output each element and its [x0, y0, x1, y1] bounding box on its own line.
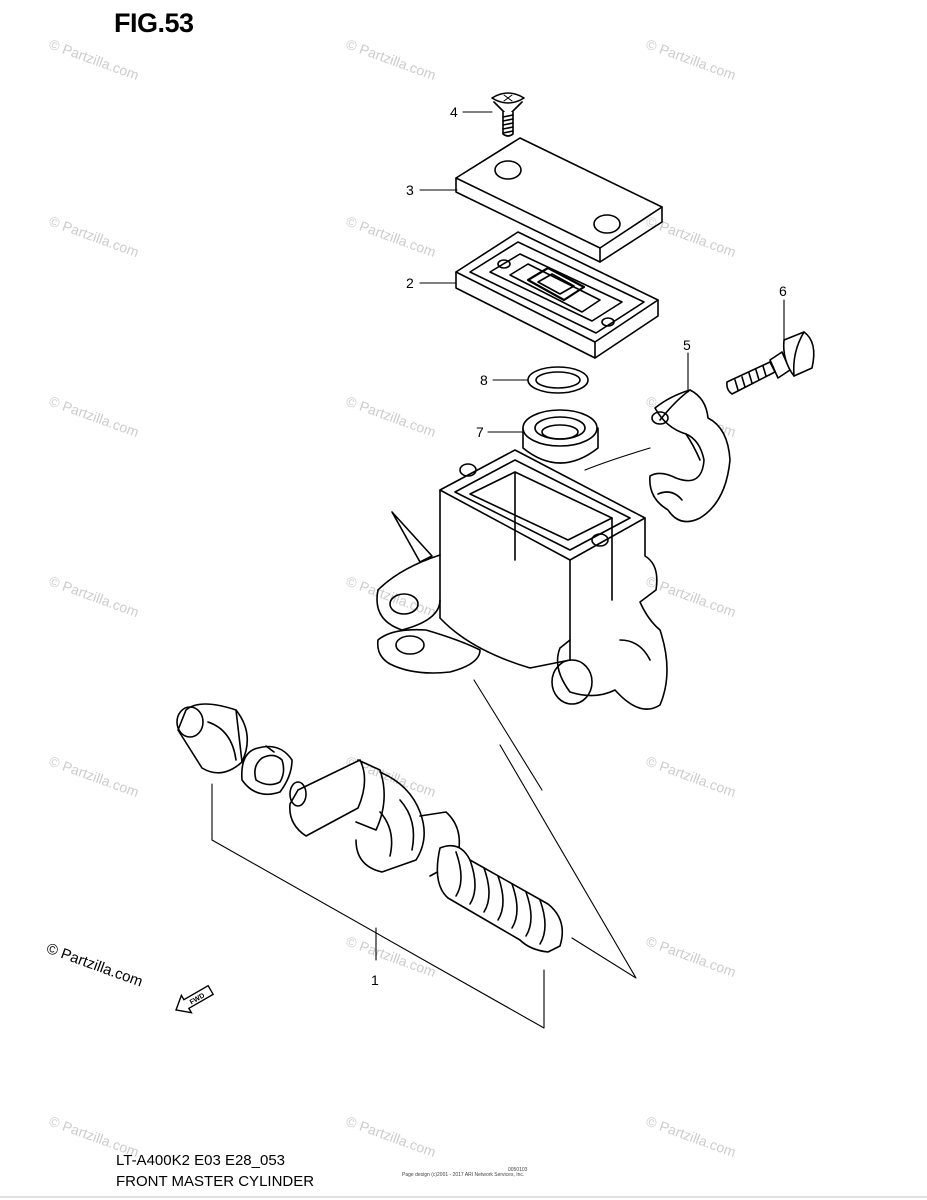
leader-lines	[211, 111, 785, 1029]
diagram-code: LT-A400K2 E03 E28_053	[116, 1152, 286, 1169]
callout-2: 2	[406, 275, 414, 291]
callout-7: 7	[476, 424, 484, 440]
screw-part-4	[491, 92, 525, 137]
callout-labels: 1 2 3 4 5 6 7 8	[371, 104, 787, 988]
watermark-text: © Partzilla.com	[644, 933, 738, 980]
o-ring-part-8	[527, 366, 589, 394]
master-cylinder-body	[376, 449, 668, 710]
watermark-text: © Partzilla.com	[644, 753, 738, 800]
watermark-text: © Partzilla.com	[344, 393, 438, 440]
watermark-text: © Partzilla.com	[47, 393, 141, 440]
figure-title: FIG.53	[114, 8, 194, 38]
watermark-text: © Partzilla.com	[47, 753, 141, 800]
watermark-text: © Partzilla.com	[644, 1113, 738, 1160]
watermark-text: © Partzilla.com	[644, 573, 738, 620]
bottom-divider	[0, 1196, 927, 1198]
callout-6: 6	[779, 283, 787, 299]
watermark-text: © Partzilla.com	[47, 213, 141, 260]
watermark-text: © Partzilla.com	[344, 213, 438, 260]
watermark-text: © Partzilla.com	[47, 573, 141, 620]
watermark-text: © Partzilla.com	[644, 36, 738, 83]
fwd-arrow-icon: FWD	[175, 984, 215, 1014]
fine-print: Page design (c)2001 - 2017 ARI Network S…	[402, 1172, 525, 1178]
watermark-text: © Partzilla.com	[47, 36, 141, 83]
watermark-text: © Partzilla.com	[344, 933, 438, 980]
callout-3: 3	[406, 182, 414, 198]
callout-5: 5	[683, 337, 691, 353]
fwd-text: FWD	[189, 992, 206, 1006]
watermark-text: © Partzilla.com	[344, 1113, 438, 1160]
callout-4: 4	[450, 104, 458, 120]
watermark-text: © Partzilla.com	[644, 213, 738, 260]
callout-8: 8	[480, 372, 488, 388]
fine-code: 0050103	[508, 1167, 528, 1173]
callout-1: 1	[371, 972, 379, 988]
clamp-part-5	[649, 389, 731, 523]
watermark-text: © Partzilla.com	[344, 36, 438, 83]
cap-part-3	[455, 137, 663, 263]
boot-part-7	[522, 409, 599, 464]
bolt-part-6	[726, 331, 815, 395]
piston-assembly	[176, 703, 564, 953]
diagram-name: FRONT MASTER CYLINDER	[116, 1173, 315, 1190]
diaphragm-part-2	[455, 231, 659, 359]
